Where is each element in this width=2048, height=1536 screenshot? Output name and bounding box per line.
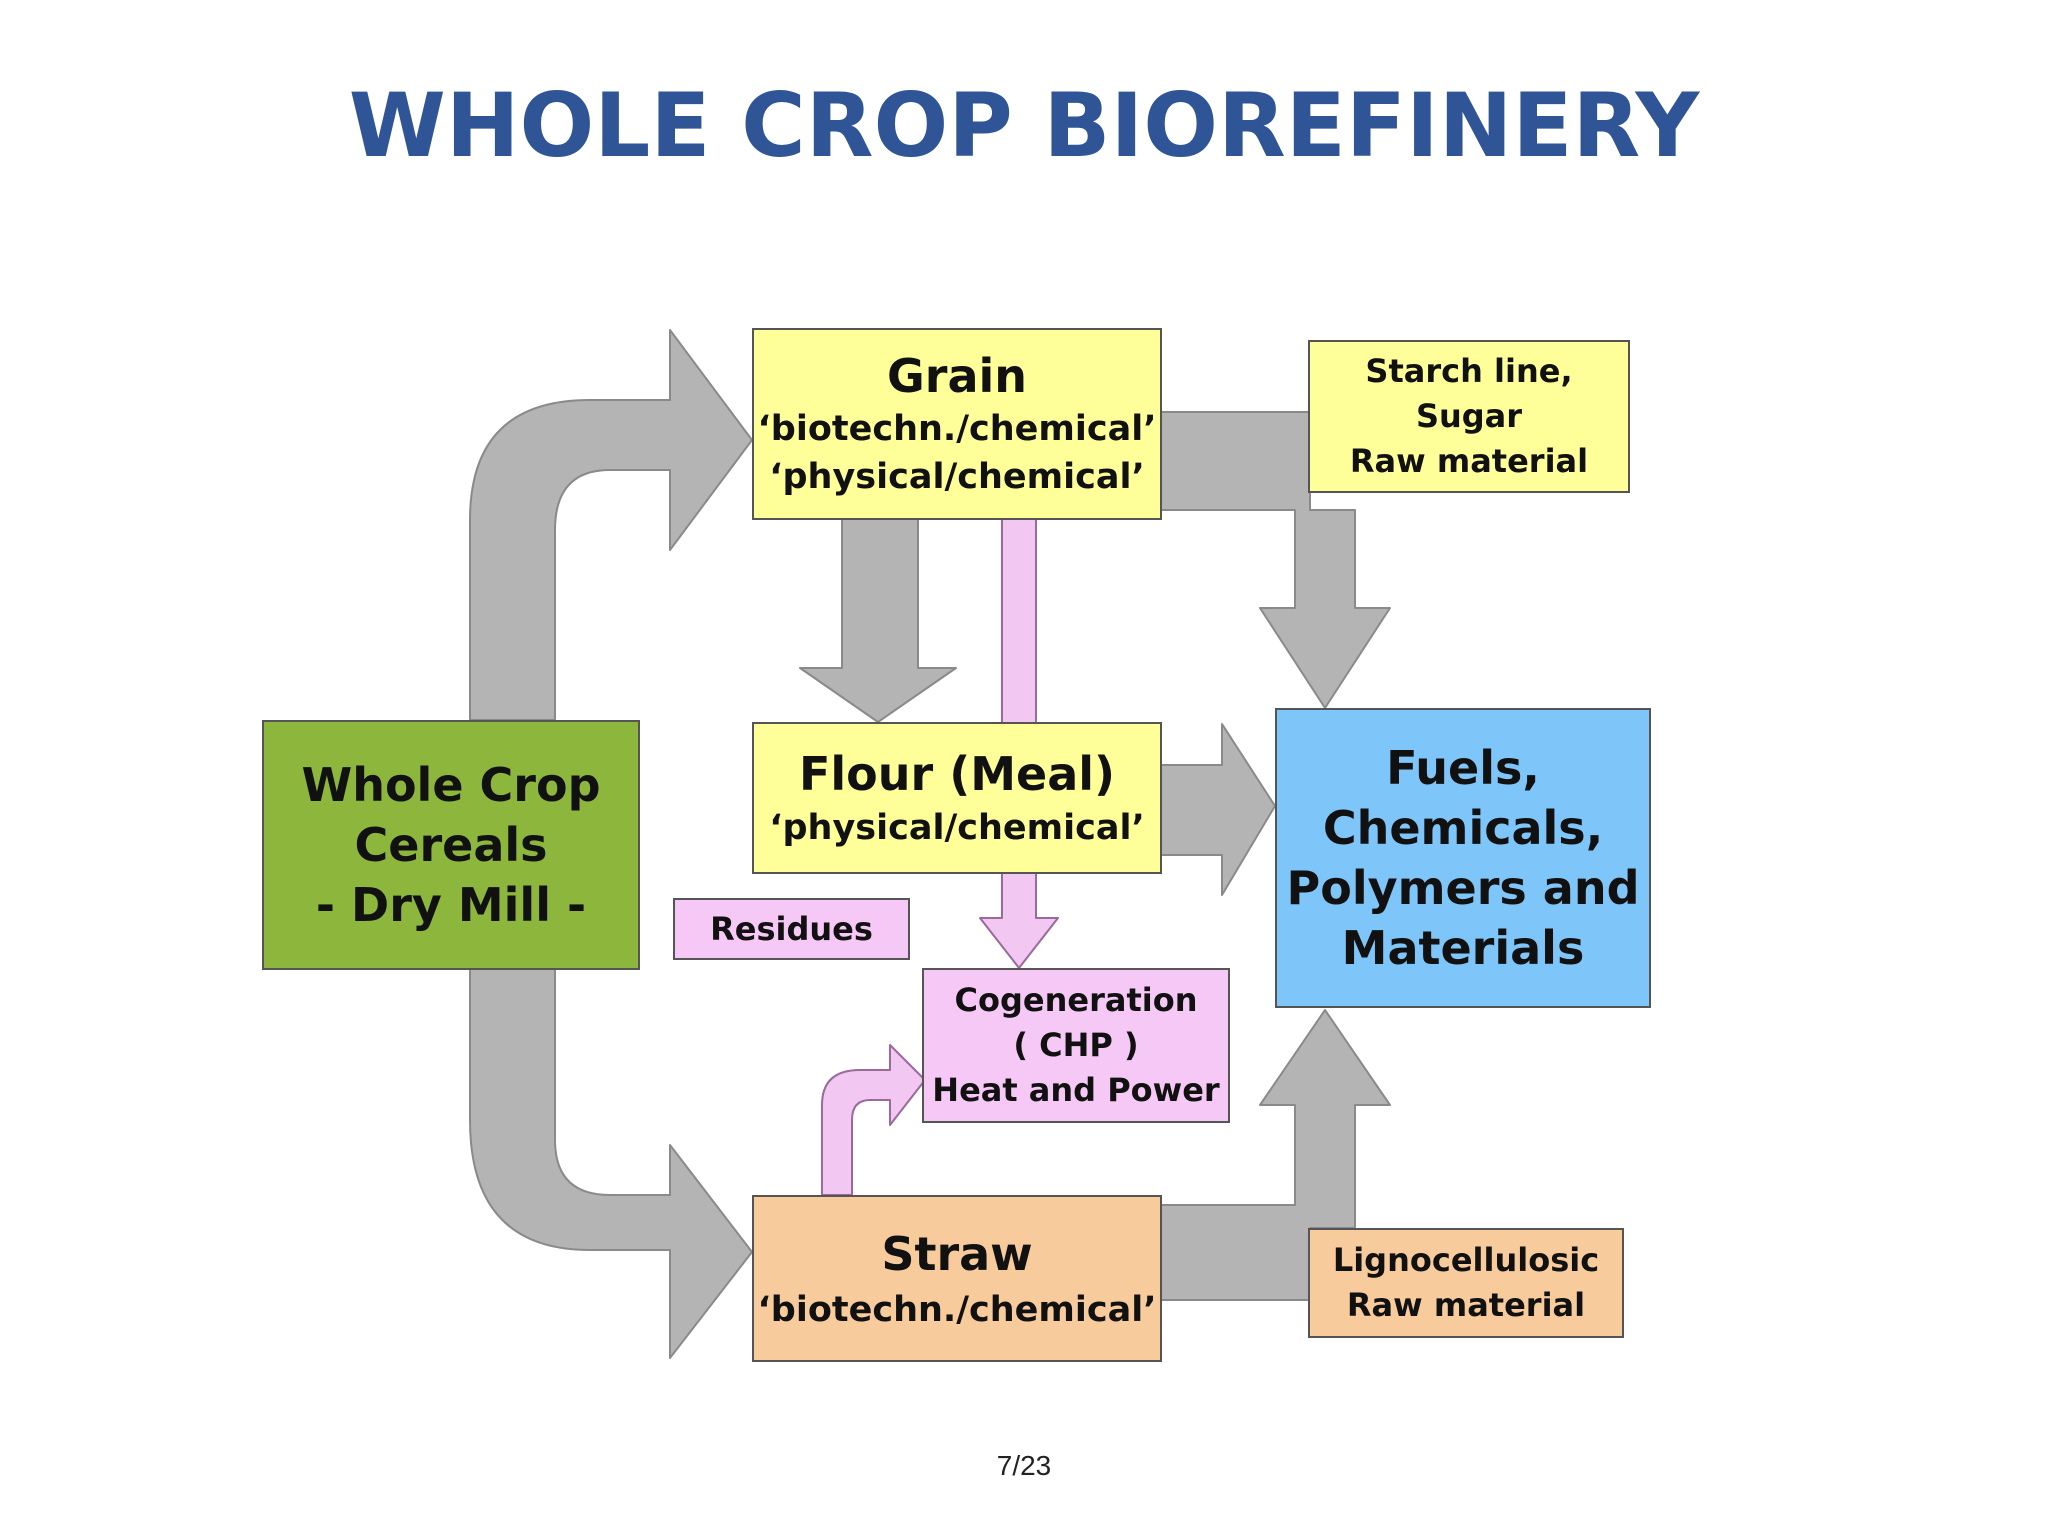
cogeneration-line3: Heat and Power	[932, 1071, 1220, 1109]
cogeneration-box: Cogeneration ( CHP ) Heat and Power	[922, 968, 1230, 1123]
arrow-grain-to-fuels	[1159, 411, 1391, 709]
ligno-line1: Lignocellulosic	[1332, 1241, 1600, 1279]
straw-title: Straw	[881, 1226, 1033, 1281]
fuels-line4: Materials	[1341, 921, 1585, 975]
arrow-wholecrop-to-grain	[469, 329, 753, 721]
arrow-grain-to-flour	[799, 517, 957, 723]
fuels-line2: Chemicals,	[1322, 801, 1604, 855]
fuels-line1: Fuels,	[1386, 741, 1540, 795]
slide-title: WHOLE CROP BIOREFINERY	[348, 74, 1700, 177]
residues-box: Residues	[673, 898, 910, 960]
fuels-line3: Polymers and	[1286, 861, 1640, 915]
straw-box: Straw ‘biotechn./chemical’	[752, 1195, 1162, 1362]
lignocellulosic-box: Lignocellulosic Raw material	[1308, 1228, 1624, 1338]
arrow-flour-to-fuels	[1159, 723, 1276, 896]
fuels-chemicals-box: Fuels, Chemicals, Polymers and Materials	[1275, 708, 1651, 1008]
arrow-straw-to-cogeneration	[821, 1044, 926, 1196]
cogeneration-line2: ( CHP )	[1013, 1026, 1139, 1064]
whole-crop-line3: - Dry Mill -	[315, 878, 587, 932]
grain-line2: ‘physical/chemical’	[769, 457, 1145, 497]
starch-line1: Starch line,	[1365, 352, 1573, 390]
grain-box: Grain ‘biotechn./chemical’ ‘physical/che…	[752, 328, 1162, 520]
grain-title: Grain	[887, 349, 1027, 403]
starch-line3: Raw material	[1349, 442, 1589, 480]
starch-line-box: Starch line, Sugar Raw material	[1308, 340, 1630, 493]
arrow-wholecrop-to-straw	[469, 967, 753, 1359]
grain-line1: ‘biotechn./chemical’	[757, 409, 1157, 449]
page-number: 7/23	[996, 1450, 1052, 1481]
whole-crop-line2: Cereals	[354, 818, 548, 872]
residues-label: Residues	[710, 910, 873, 948]
flour-box: Flour (Meal) ‘physical/chemical’	[752, 722, 1162, 874]
arrow-straw-to-fuels	[1159, 1009, 1391, 1301]
whole-crop-line1: Whole Crop	[301, 758, 601, 812]
starch-line2: Sugar	[1415, 397, 1523, 435]
flour-line1: ‘physical/chemical’	[769, 808, 1145, 848]
cogeneration-line1: Cogeneration	[954, 981, 1198, 1019]
ligno-line2: Raw material	[1346, 1286, 1586, 1324]
flour-title: Flour (Meal)	[798, 747, 1116, 801]
whole-crop-cereals-box: Whole Crop Cereals - Dry Mill -	[262, 720, 640, 970]
straw-line1: ‘biotechn./chemical’	[757, 1289, 1157, 1330]
